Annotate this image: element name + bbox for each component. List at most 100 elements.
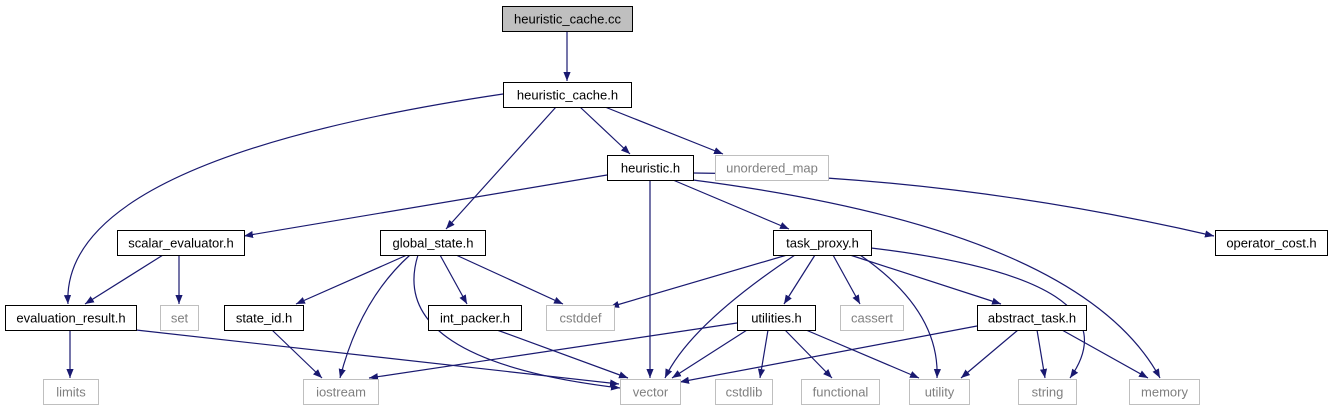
node-state-id-h[interactable]: state_id.h <box>224 305 304 331</box>
node-label: scalar_evaluator.h <box>128 236 234 251</box>
node-label: state_id.h <box>236 311 292 326</box>
node-label: string <box>1032 385 1064 400</box>
node-box <box>380 230 486 256</box>
node-global-state-h[interactable]: global_state.h <box>380 230 486 256</box>
node-cstddef: cstddef <box>546 305 615 331</box>
node-box <box>224 305 304 331</box>
edge-heuristic-cache-h-to-evaluation-result-h <box>63 93 504 305</box>
node-label: set <box>171 311 189 326</box>
node-label: utilities.h <box>751 311 802 326</box>
edge-heuristic-h-to-task-proxy-h <box>672 179 790 230</box>
node-box <box>117 230 245 256</box>
node-box <box>160 305 199 331</box>
node-label: iostream <box>316 385 366 400</box>
node-utility: utility <box>909 379 970 405</box>
node-box <box>5 305 137 331</box>
edge-task-proxy-h-to-cstddef <box>609 254 788 308</box>
node-label: vector <box>633 385 669 400</box>
node-scalar-evaluator-h[interactable]: scalar_evaluator.h <box>117 230 245 256</box>
node-abstract-task-h[interactable]: abstract_task.h <box>977 305 1087 331</box>
node-box <box>801 379 880 405</box>
node-label: heuristic.h <box>621 161 680 176</box>
node-unordered-map: unordered_map <box>715 155 829 181</box>
edge-heuristic-h-to-scalar-evaluator-h <box>243 174 608 239</box>
edge-abstract-task-h-to-vector <box>679 325 978 384</box>
edge-abstract-task-h-to-string <box>1036 329 1048 379</box>
node-label: heuristic_cache.cc <box>514 12 621 27</box>
edge-abstract-task-h-to-memory <box>1061 329 1149 379</box>
node-label: cstddef <box>560 311 602 326</box>
edge-utilities-h-to-vector <box>671 329 748 379</box>
edge-int-packer-h-to-vector <box>496 329 629 379</box>
node-cstdlib: cstdlib <box>715 379 773 405</box>
node-string: string <box>1018 379 1077 405</box>
node-box <box>503 82 632 108</box>
node-box <box>43 379 99 405</box>
node-box <box>1129 379 1200 405</box>
edge-utilities-h-to-functional <box>784 329 833 379</box>
node-set: set <box>160 305 199 331</box>
node-box <box>715 155 829 181</box>
node-heuristic-cache-cc[interactable]: heuristic_cache.cc <box>502 6 633 32</box>
edge-task-proxy-h-to-abstract-task-h <box>849 254 1002 305</box>
node-operator-cost-h[interactable]: operator_cost.h <box>1215 230 1328 256</box>
node-box <box>840 305 904 331</box>
node-box <box>1215 230 1328 256</box>
node-label: functional <box>813 385 869 400</box>
node-box <box>428 305 522 331</box>
edge-global-state-h-to-cstddef <box>455 254 564 305</box>
node-limits: limits <box>43 379 99 405</box>
edge-global-state-h-to-iostream <box>338 254 411 379</box>
edge-evaluation-result-h-to-vector <box>135 329 620 387</box>
edge-utilities-h-to-iostream <box>368 322 738 381</box>
node-box <box>502 6 633 32</box>
node-box <box>737 305 816 331</box>
node-memory: memory <box>1129 379 1200 405</box>
node-box <box>977 305 1087 331</box>
edge-task-proxy-h-to-cassert <box>832 254 861 305</box>
node-box <box>546 305 615 331</box>
node-label: heuristic_cache.h <box>517 88 618 103</box>
edge-task-proxy-h-to-string <box>870 247 1086 379</box>
node-label: limits <box>56 385 86 400</box>
node-task-proxy-h[interactable]: task_proxy.h <box>773 230 872 256</box>
edge-task-proxy-h-to-utility <box>859 254 941 379</box>
edges-layer <box>63 31 1215 391</box>
edge-heuristic-cache-h-to-global-state-h <box>445 106 557 230</box>
node-label: cassert <box>851 311 893 326</box>
edge-global-state-h-to-int-packer-h <box>439 254 468 305</box>
edge-global-state-h-to-state-id-h <box>295 254 408 305</box>
node-evaluation-result-h[interactable]: evaluation_result.h <box>5 305 137 331</box>
node-utilities-h[interactable]: utilities.h <box>737 305 816 331</box>
edge-utilities-h-to-utility <box>805 329 920 379</box>
edge-state-id-h-to-iostream <box>271 329 323 379</box>
node-box <box>715 379 773 405</box>
node-label: abstract_task.h <box>988 311 1076 326</box>
node-heuristic-cache-h[interactable]: heuristic_cache.h <box>503 82 632 108</box>
edge-task-proxy-h-to-vector <box>664 254 796 379</box>
edge-global-state-h-to-vector <box>413 254 621 391</box>
node-label: unordered_map <box>726 161 818 176</box>
edge-utilities-h-to-cstdlib <box>757 329 769 379</box>
edge-heuristic-h-to-memory <box>692 179 1161 379</box>
edge-heuristic-cache-h-to-heuristic-h <box>579 106 631 155</box>
node-box <box>773 230 872 256</box>
node-box <box>303 379 379 405</box>
node-label: cstdlib <box>726 385 763 400</box>
edge-heuristic-cache-h-to-unordered-map <box>604 106 724 155</box>
node-label: int_packer.h <box>440 311 510 326</box>
node-box <box>620 379 681 405</box>
edge-scalar-evaluator-h-to-evaluation-result-h <box>84 254 164 305</box>
node-heuristic-h[interactable]: heuristic.h <box>607 155 694 181</box>
node-label: memory <box>1141 385 1188 400</box>
edge-abstract-task-h-to-utility <box>960 329 1019 379</box>
edge-task-proxy-h-to-utilities-h <box>783 254 816 305</box>
node-int-packer-h[interactable]: int_packer.h <box>428 305 522 331</box>
node-box <box>909 379 970 405</box>
node-box <box>607 155 694 181</box>
node-vector: vector <box>620 379 681 405</box>
node-label: task_proxy.h <box>786 236 859 251</box>
node-label: global_state.h <box>393 236 474 251</box>
